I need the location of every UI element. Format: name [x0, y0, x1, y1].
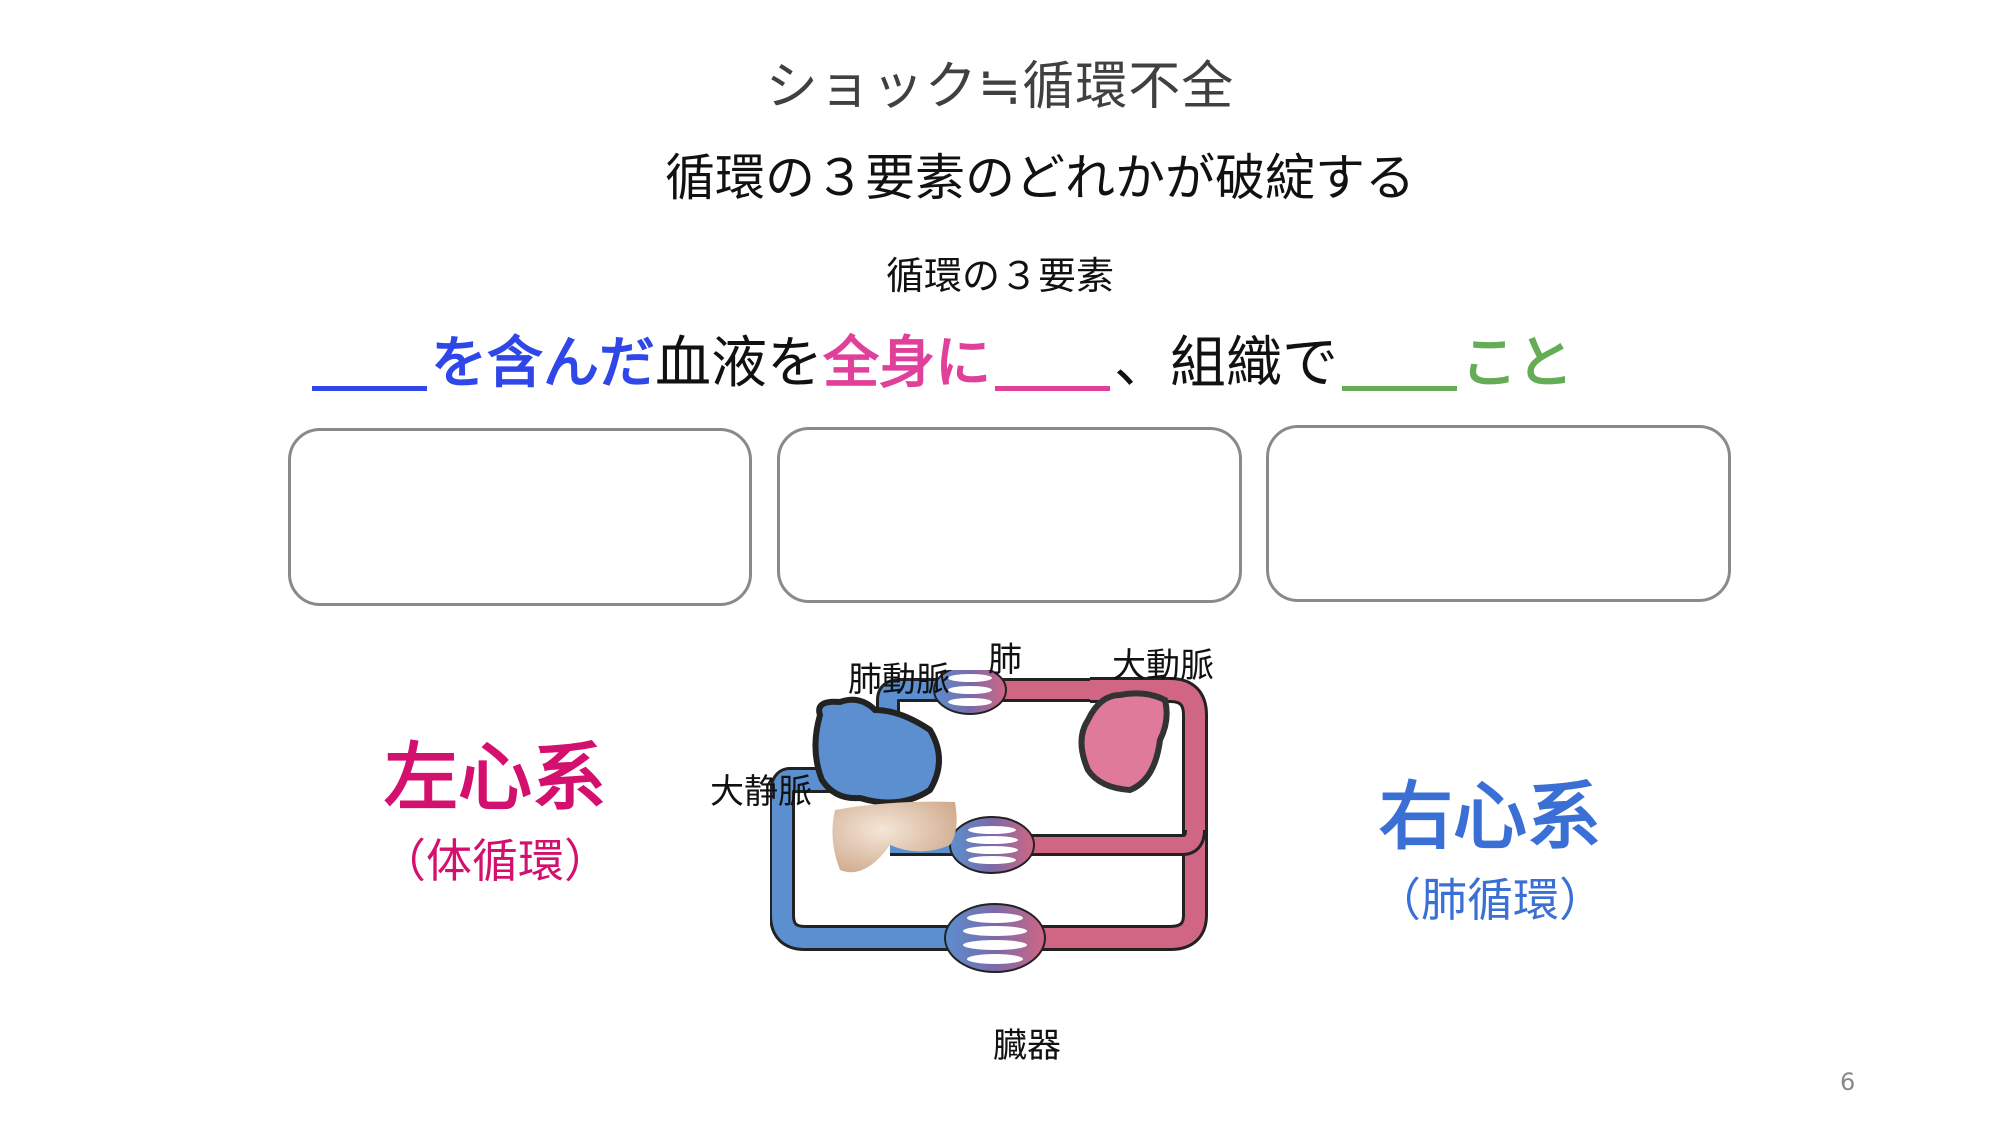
answer-box-1[interactable]: [288, 428, 752, 606]
slide-subtitle: 循環の３要素のどれかが破綻する: [665, 149, 1415, 207]
right-heart: [812, 696, 942, 806]
left-heart: [1078, 690, 1170, 794]
section-label: 循環の３要素: [885, 254, 1114, 298]
answer-box-3[interactable]: [1266, 425, 1731, 602]
sentence-part-end: こと: [1461, 331, 1573, 396]
label-organs: 臓器: [993, 1026, 1061, 1066]
slide-title: ショック≒循環不全: [765, 57, 1235, 117]
sentence-part-tissue: 、組織で: [1114, 331, 1338, 396]
left-system-subtitle: （体循環）: [380, 834, 610, 888]
right-system-label: 右心系 （肺循環）: [1350, 757, 1630, 930]
right-system-title: 右心系: [1379, 774, 1601, 860]
answer-box-2[interactable]: [777, 427, 1242, 603]
left-system-label: 左心系 （体循環）: [360, 718, 630, 891]
left-system-title: 左心系: [384, 735, 606, 821]
label-vena-cava: 大静脈: [710, 772, 812, 812]
blank-1[interactable]: [312, 386, 427, 391]
lung-capillaries: [933, 670, 1007, 715]
circulation-diagram: [770, 670, 1208, 973]
organ-capillaries-lower: [944, 903, 1046, 973]
fill-in-sentence: を含んだ 血液を 全身に 、組織で こと: [312, 318, 1573, 399]
label-aorta: 大動脈: [1112, 646, 1214, 686]
blank-3[interactable]: [1342, 386, 1457, 391]
liver: [832, 801, 957, 873]
label-pulmonary-artery: 肺動脈: [848, 660, 950, 700]
sentence-part-whole-body: 全身に: [823, 331, 991, 396]
page-number: 6: [1840, 1068, 1856, 1096]
organ-capillaries-upper: [949, 816, 1035, 874]
sentence-part-oxygen: を含んだ: [431, 331, 655, 396]
blank-2[interactable]: [995, 386, 1110, 391]
sentence-part-blood: 血液を: [655, 331, 823, 396]
right-system-subtitle: （肺循環）: [1375, 873, 1605, 927]
label-lung: 肺: [988, 640, 1022, 680]
